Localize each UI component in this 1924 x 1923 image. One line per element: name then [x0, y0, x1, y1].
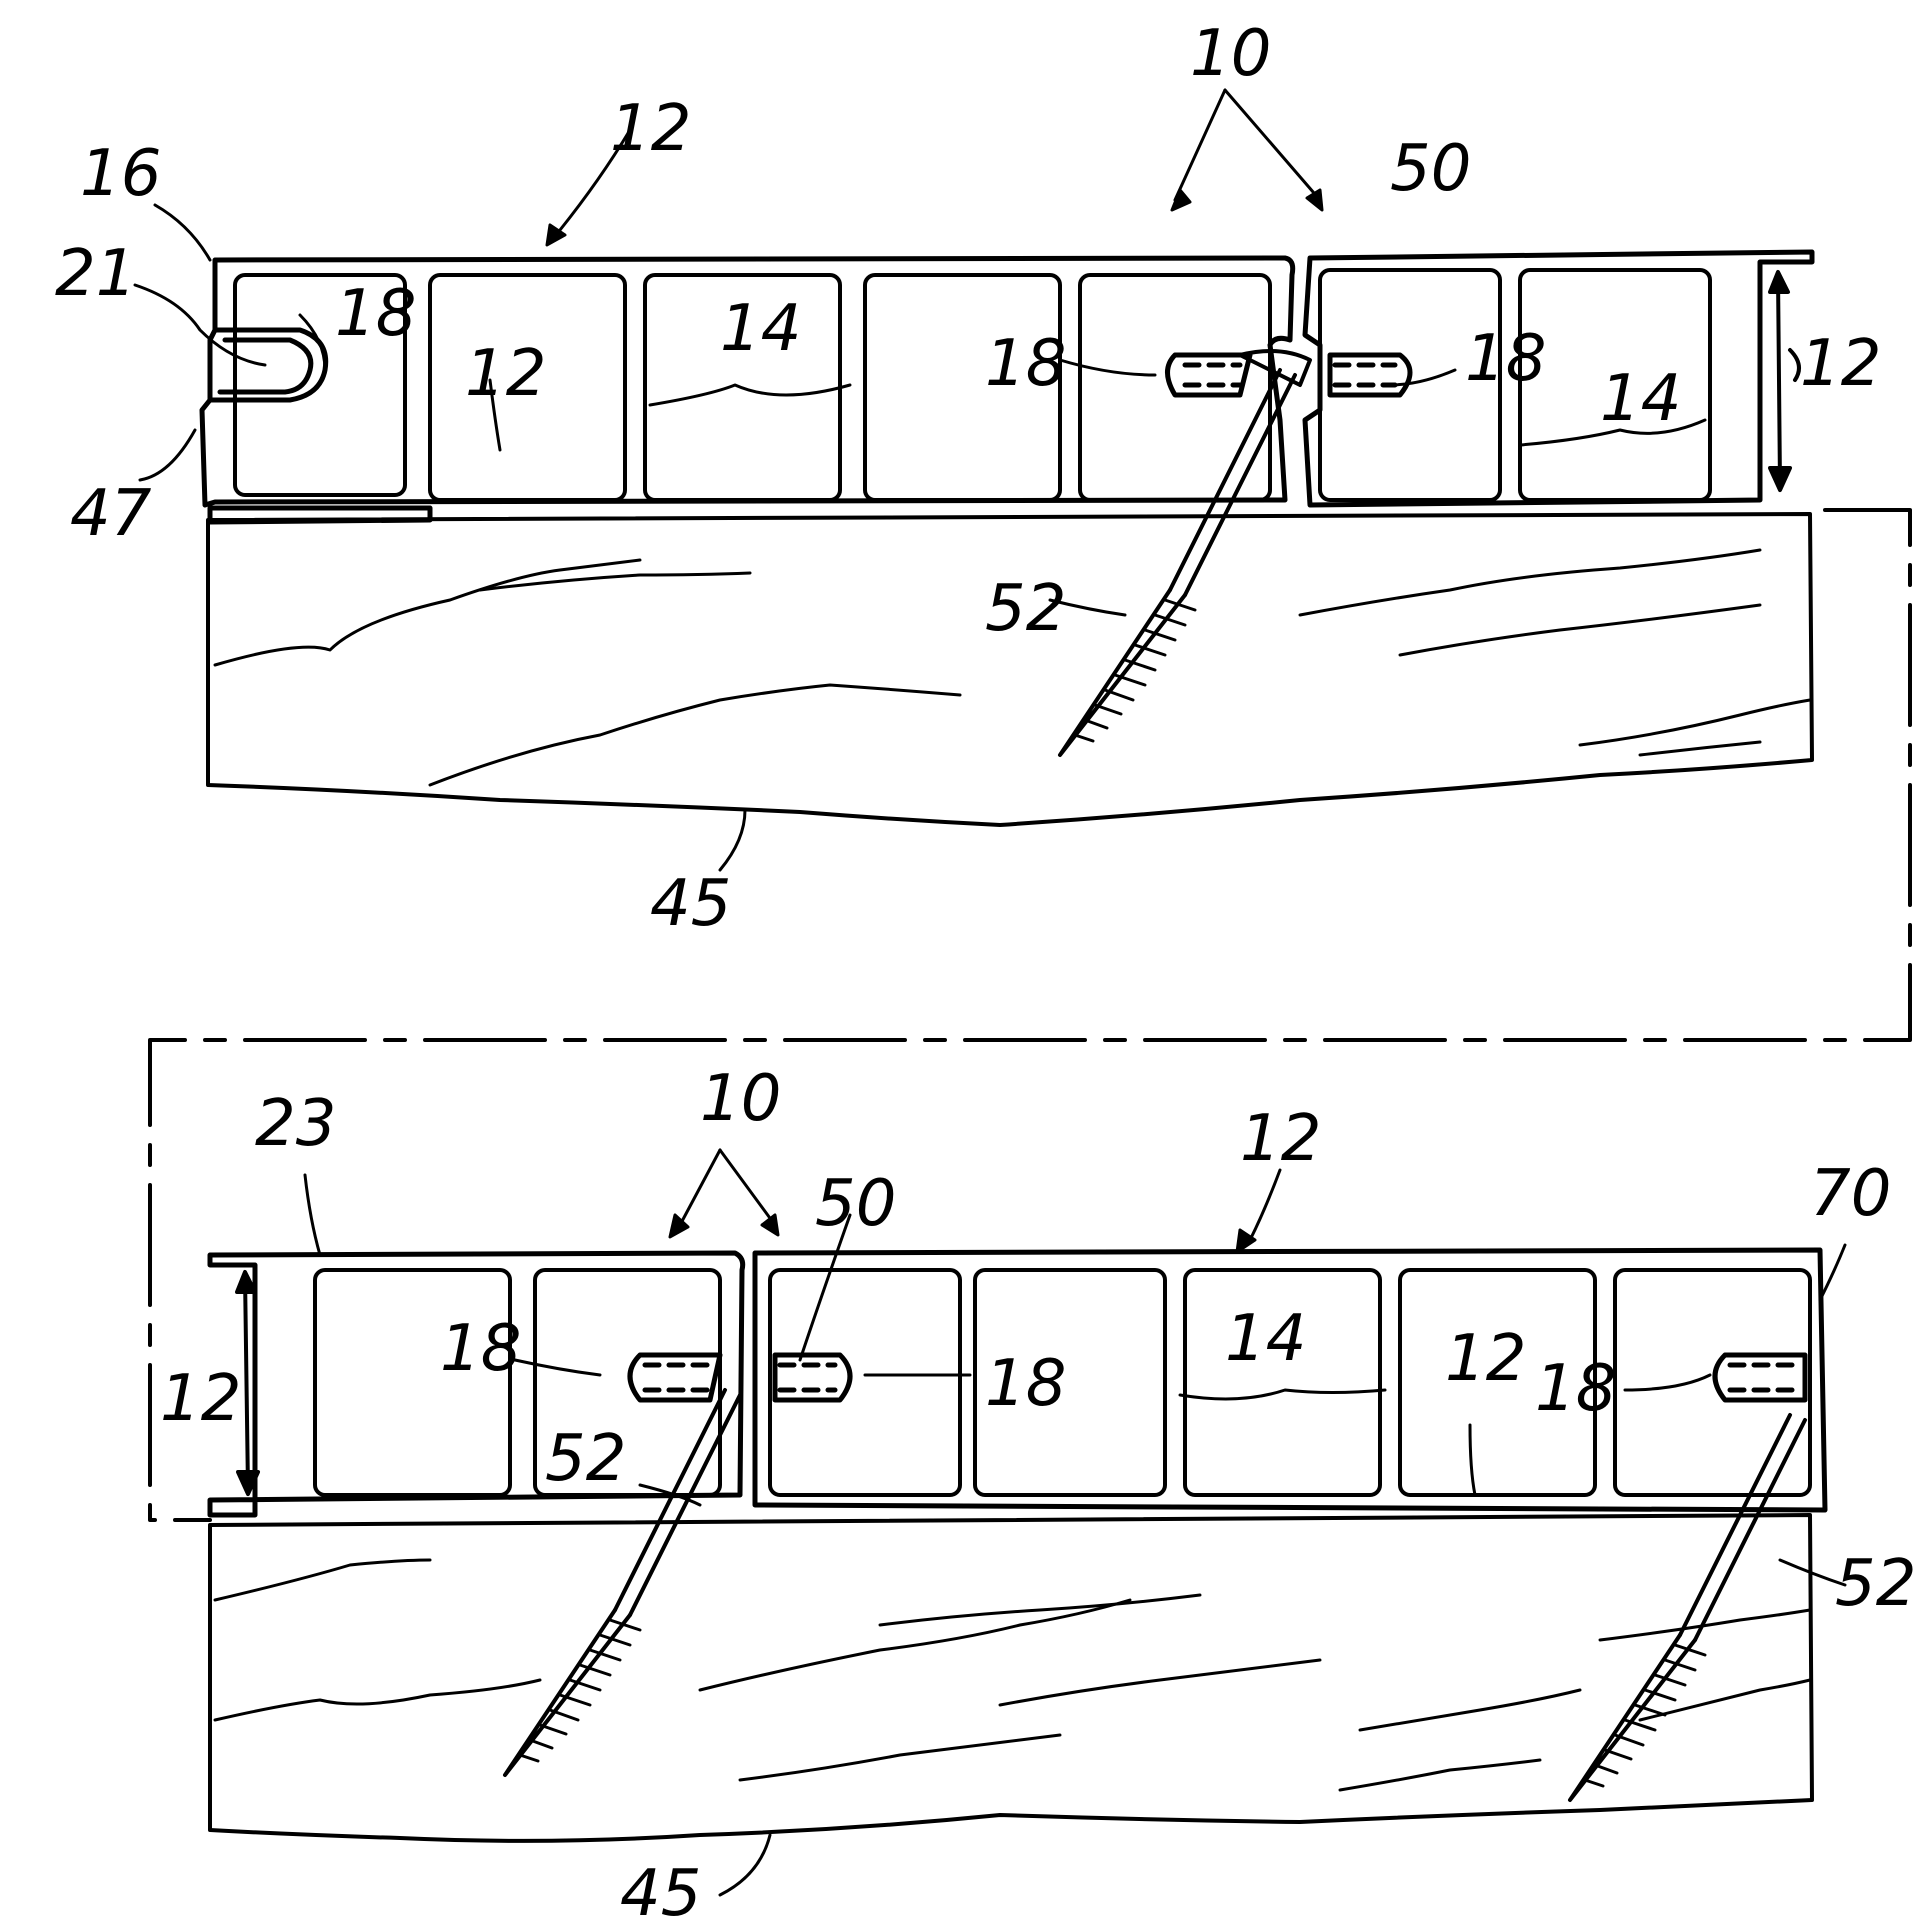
upper-right-board-outline [1305, 252, 1812, 505]
upper-label-16: 16 [80, 137, 161, 211]
upper-label-18-left: 18 [335, 277, 416, 351]
upper-reference-labels: 10 12 16 21 18 12 14 18 50 18 14 12 47 5… [55, 17, 1881, 941]
upper-label-18-center: 18 [985, 327, 1066, 401]
upper-label-12-top: 12 [610, 92, 691, 166]
lower-label-23: 23 [255, 1087, 336, 1161]
upper-clip-right [1330, 355, 1410, 395]
lower-substrate [210, 1515, 1812, 1841]
upper-label-12-right: 12 [1800, 327, 1881, 401]
lower-label-70: 70 [1810, 1157, 1891, 1231]
lower-clip-right [1715, 1355, 1805, 1400]
upper-label-14-right: 14 [1600, 362, 1681, 436]
upper-clip-left [1168, 355, 1251, 395]
upper-leaders [135, 90, 1705, 870]
lower-label-52-left: 52 [545, 1422, 626, 1496]
upper-assembly: 10 12 16 21 18 12 14 18 50 18 14 12 47 5… [55, 17, 1881, 941]
upper-label-52: 52 [985, 572, 1066, 646]
lower-reference-labels: 23 10 50 12 70 12 18 18 14 12 18 52 52 4… [160, 1062, 1916, 1923]
lower-label-14: 14 [1225, 1302, 1306, 1376]
lower-label-50: 50 [815, 1167, 896, 1241]
upper-label-10: 10 [1190, 17, 1271, 91]
upper-label-18-right: 18 [1465, 322, 1546, 396]
upper-right-board [1305, 252, 1812, 505]
lower-label-18-left: 18 [440, 1312, 521, 1386]
upper-label-47: 47 [70, 477, 152, 551]
lower-clip-left [630, 1355, 720, 1400]
lower-wood-grain [215, 1560, 1810, 1790]
lower-label-45: 45 [620, 1857, 701, 1923]
lower-label-10: 10 [700, 1062, 781, 1136]
lower-assembly: 23 10 50 12 70 12 18 18 14 12 18 52 52 4… [160, 1062, 1916, 1923]
upper-label-12-mid: 12 [465, 337, 546, 411]
upper-label-21: 21 [55, 237, 136, 311]
upper-label-45: 45 [650, 867, 731, 941]
lower-right-board [755, 1250, 1825, 1510]
upper-screw [1060, 351, 1310, 755]
lower-label-12-left: 12 [160, 1362, 241, 1436]
lower-label-52-right: 52 [1835, 1547, 1916, 1621]
lower-label-18-right: 18 [1535, 1352, 1616, 1426]
lower-label-12-top: 12 [1240, 1102, 1321, 1176]
upper-label-50: 50 [1390, 132, 1471, 206]
upper-label-14-mid: 14 [720, 292, 801, 366]
lower-label-18-center: 18 [985, 1347, 1066, 1421]
upper-height-arrow [1770, 272, 1799, 490]
lower-label-12-mid: 12 [1445, 1322, 1526, 1396]
lower-screw-right [1570, 1415, 1805, 1800]
lower-right-board-outline [755, 1250, 1825, 1510]
lower-clip-center [775, 1355, 850, 1400]
